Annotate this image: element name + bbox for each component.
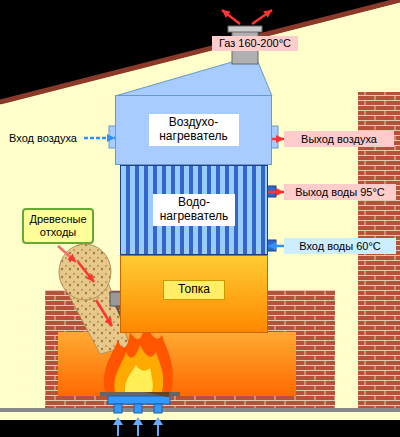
flow-arrow: [84, 137, 115, 140]
gas-arrow: [252, 10, 272, 24]
gas-label: Газ 160-200°C: [212, 36, 298, 51]
label-text: Выход воды 95°C: [295, 186, 385, 199]
fuel-label: Древесные отходы: [22, 208, 94, 244]
label-text: Вход воздуха: [9, 132, 77, 145]
water-outlet-label: Выход воды 95°C: [284, 184, 396, 200]
water-nozzle: [267, 240, 276, 251]
air-inlet-label: Вход воздуха: [2, 130, 84, 146]
label-text: Газ 160-200°C: [219, 37, 291, 50]
air-outlet-label: Выход воздуха: [284, 131, 394, 147]
floor-line: [0, 408, 400, 412]
roof-line: [0, 0, 400, 102]
label-text: Воздухо- нагреватель: [149, 114, 239, 146]
flame-inner: [125, 365, 153, 392]
air-nozzle: [271, 126, 278, 148]
air-pipe: [108, 396, 170, 404]
chimney-cap: [228, 26, 262, 32]
flue-hood: [115, 62, 272, 96]
flow-arrow: [268, 245, 284, 248]
flame-middle: [114, 345, 163, 392]
fuel-pointer-arrow: [58, 246, 76, 262]
water-heater: Водо- нагреватель: [120, 165, 268, 255]
flow-arrow: [272, 138, 284, 141]
water-inlet-label: Вход воды 60°C: [284, 238, 396, 254]
label-text: Водо- нагреватель: [153, 194, 235, 226]
air-pipe: [114, 404, 122, 413]
air-arrow-head: [133, 417, 143, 425]
label-text: Топка: [163, 280, 225, 300]
air-arrow-shaft: [118, 424, 158, 436]
water-nozzle: [267, 186, 276, 197]
air-arrow-head: [153, 417, 163, 425]
air-heater: Воздухо- нагреватель: [115, 95, 272, 165]
gas-arrow: [222, 10, 240, 24]
fuel-flow-arrow: [78, 262, 94, 282]
label-text: Вход воды 60°C: [299, 240, 381, 253]
air-arrow-head: [113, 417, 123, 425]
label-text: Древесные отходы: [24, 213, 92, 238]
house-wall: [0, 2, 400, 420]
fuel-hopper: [59, 244, 111, 300]
air-pipe: [134, 404, 142, 413]
air-pipe: [154, 404, 162, 413]
flow-arrow: [268, 191, 284, 194]
label-text: Выход воздуха: [301, 133, 377, 146]
furnace: Топка: [120, 255, 268, 333]
